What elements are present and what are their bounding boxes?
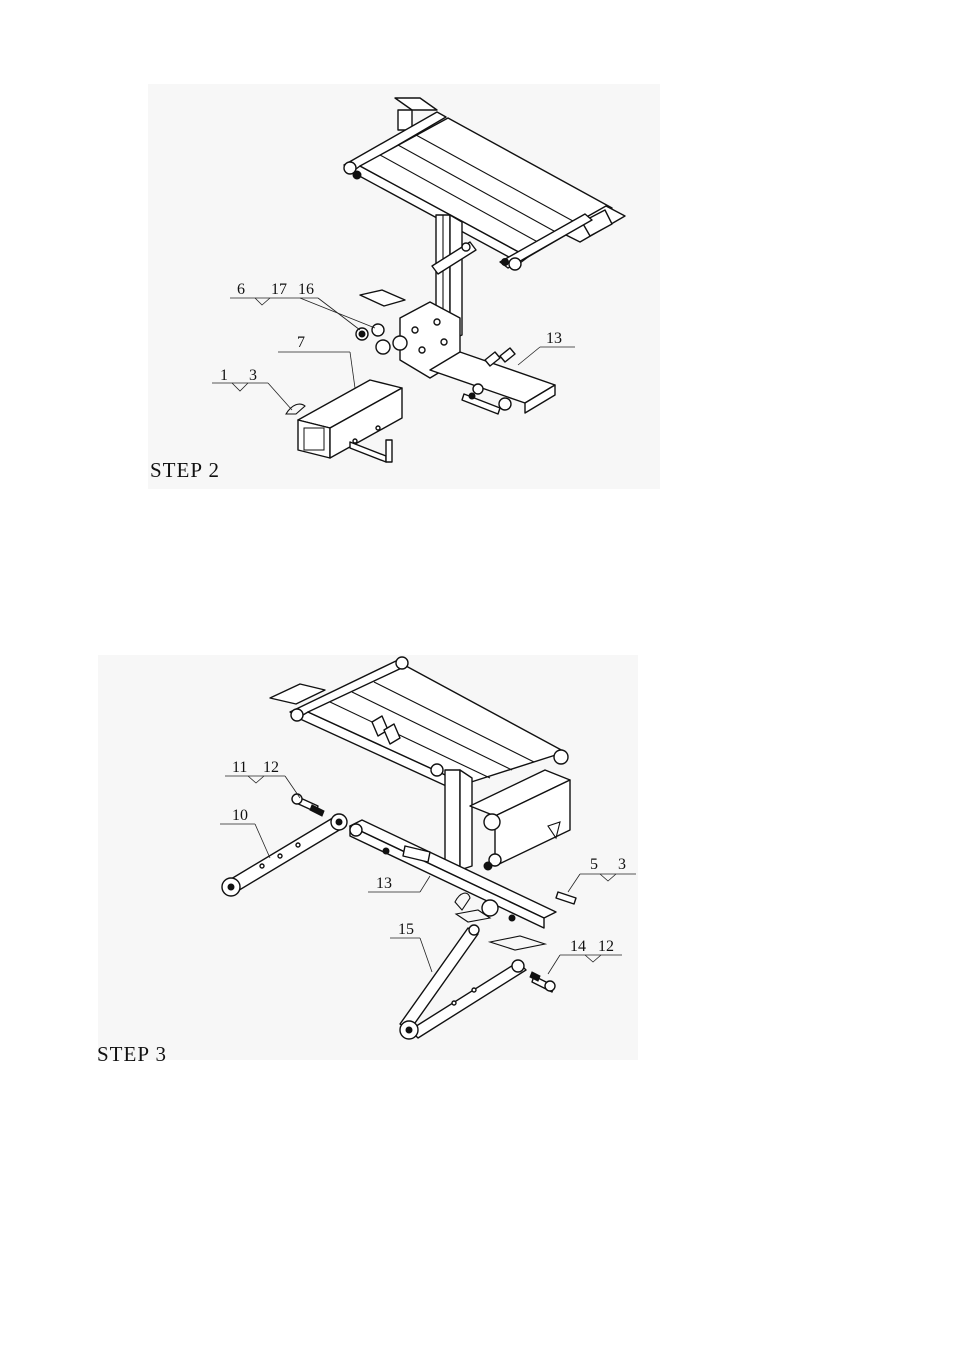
step2-callout-3: 3 <box>249 367 257 384</box>
step2-callout-17: 17 <box>271 281 287 298</box>
step2-callout-6: 6 <box>237 281 245 298</box>
step3-title: STEP 3 <box>97 1042 167 1067</box>
step3-callout-15: 15 <box>398 921 414 938</box>
step2-diagram-panel: 6 17 16 7 1 3 13 <box>0 0 955 520</box>
step3-callout-12-bottom: 12 <box>598 938 614 955</box>
step3-callout-14: 14 <box>570 938 586 955</box>
step2-callout-16: 16 <box>298 281 314 298</box>
step3-callout-5: 5 <box>590 856 598 873</box>
step3-exploded-view: 11 12 10 13 5 3 15 14 12 <box>0 640 955 1080</box>
step3-callout-3: 3 <box>618 856 626 873</box>
step3-callout-10: 10 <box>232 807 248 824</box>
step2-title: STEP 2 <box>150 458 220 483</box>
step2-callout-13: 13 <box>546 330 562 347</box>
step2-exploded-view: 6 17 16 7 1 3 13 <box>0 0 955 520</box>
step3-callout-12-top: 12 <box>263 759 279 776</box>
step3-callout-13: 13 <box>376 875 392 892</box>
step3-callout-11: 11 <box>232 759 247 776</box>
step2-callout-1: 1 <box>220 367 228 384</box>
step2-callout-7: 7 <box>297 334 305 351</box>
step3-diagram-panel: 11 12 10 13 5 3 15 14 12 <box>0 640 955 1080</box>
